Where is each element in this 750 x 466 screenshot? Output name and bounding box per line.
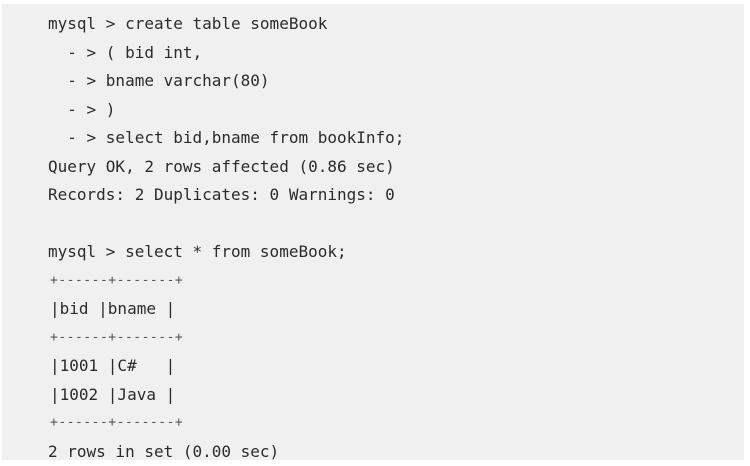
continuation-line: - > ( bid int, bbox=[48, 39, 744, 68]
table-border-top: +------+-------+ bbox=[48, 267, 744, 296]
command-line-create-table: mysql > create table someBook bbox=[48, 10, 744, 39]
command-line-select: mysql > select * from someBook; bbox=[48, 238, 744, 267]
continuation-line: - > ) bbox=[48, 96, 744, 125]
table-header-row: |bid |bname | bbox=[48, 295, 744, 324]
table-border-middle: +------+-------+ bbox=[48, 324, 744, 353]
table-border-bottom: +------+-------+ bbox=[48, 409, 744, 438]
rows-in-set-line: 2 rows in set (0.00 sec) bbox=[48, 438, 744, 466]
records-summary-line: Records: 2 Duplicates: 0 Warnings: 0 bbox=[48, 181, 744, 210]
table-row: |1001 |C# | bbox=[48, 352, 744, 381]
continuation-line: - > bname varchar(80) bbox=[48, 67, 744, 96]
table-row: |1002 |Java | bbox=[48, 381, 744, 410]
terminal-lines: mysql > create table someBook - > ( bid … bbox=[48, 10, 744, 466]
continuation-line: - > select bid,bname from bookInfo; bbox=[48, 124, 744, 153]
query-result-line: Query OK, 2 rows affected (0.86 sec) bbox=[48, 153, 744, 182]
blank-line bbox=[48, 210, 744, 239]
terminal-output-panel: mysql > create table someBook - > ( bid … bbox=[2, 4, 744, 460]
